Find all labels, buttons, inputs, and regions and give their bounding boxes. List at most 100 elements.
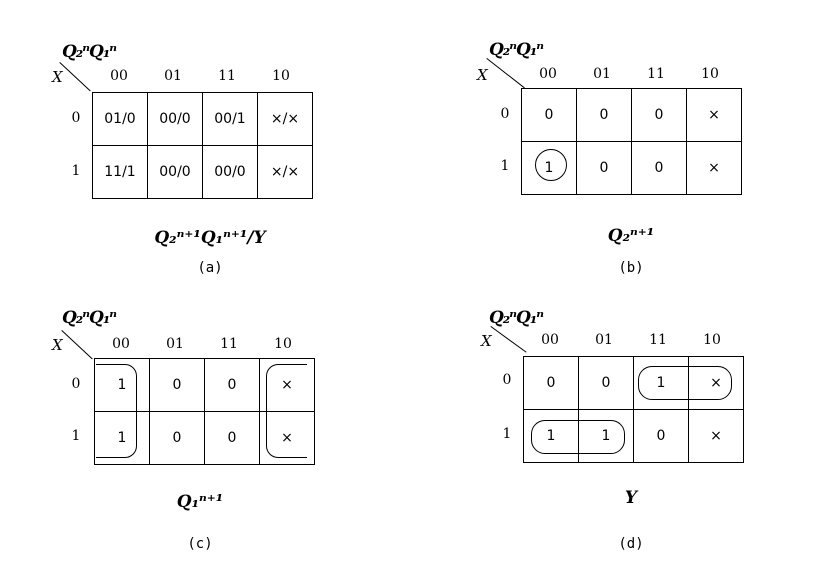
kmap-row: 11/1 00/0 00/0 ×/× <box>92 145 313 199</box>
kmap-row: 0 0 1 × <box>523 356 744 410</box>
cell-value: 0 <box>544 107 554 123</box>
row-header: 1 <box>502 426 512 442</box>
corner-variables: Q₂ⁿQ₁ⁿ <box>62 42 117 62</box>
cell-value: 1 <box>546 428 556 444</box>
corner-diagonal <box>61 330 93 360</box>
column-header: 00 <box>110 68 128 84</box>
kmap-cell: 00/0 <box>147 92 203 146</box>
column-header: 11 <box>218 68 236 84</box>
kmap-c: Q₂ⁿQ₁ⁿ X 00 01 11 10 0 1 1 0 0 × 1 0 0 ×… <box>0 282 411 564</box>
cell-value: 0 <box>601 375 611 391</box>
kmap-cell: ×/× <box>257 92 313 146</box>
cell-value: × <box>710 428 722 444</box>
kmap-cell: 0 <box>631 141 687 195</box>
cell-value: 00/0 <box>214 164 246 180</box>
kmap-grid: 1 0 0 × 1 0 0 × <box>94 358 315 465</box>
cell-value: 0 <box>654 160 664 176</box>
cell-value: 01/0 <box>104 111 136 127</box>
kmap-cell: 0 <box>631 88 687 142</box>
cell-value: 00/0 <box>159 164 191 180</box>
kmap-cell: 00/1 <box>202 92 258 146</box>
corner-diagonal <box>490 326 527 353</box>
column-header: 00 <box>541 332 559 348</box>
map-label: (c) <box>187 536 213 552</box>
cell-value: 1 <box>656 375 666 391</box>
kmap-cell: 0 <box>149 411 205 465</box>
kmap-cell: 0 <box>576 141 632 195</box>
column-header: 10 <box>701 66 719 82</box>
kmap-row: 1 0 0 × <box>94 358 315 412</box>
kmap-cell: 1 <box>578 409 634 463</box>
corner-diagonal <box>486 58 525 89</box>
kmap-cell: 11/1 <box>92 145 148 199</box>
column-header: 01 <box>166 336 184 352</box>
map-expression: Y <box>624 488 638 508</box>
map-expression: Q₂ⁿ⁺¹ <box>607 226 655 246</box>
corner-variables: Q₂ⁿQ₁ⁿ <box>489 308 544 328</box>
kmap-cell: 1 <box>94 411 150 465</box>
cell-value: 00/0 <box>159 111 191 127</box>
cell-value: × <box>710 375 722 391</box>
kmap-cell: 1 <box>521 141 577 195</box>
corner-x-label: X <box>52 68 63 86</box>
cell-value: 11/1 <box>104 164 136 180</box>
cell-value: 0 <box>654 107 664 123</box>
kmap-cell: × <box>259 411 315 465</box>
kmap-row: 01/0 00/0 00/1 ×/× <box>92 92 313 146</box>
map-label: (b) <box>618 260 644 276</box>
row-header: 1 <box>71 428 81 444</box>
map-expression: Q₂ⁿ⁺¹Q₁ⁿ⁺¹/Y <box>154 228 266 248</box>
kmap-cell: 0 <box>576 88 632 142</box>
kmap-cell: 1 <box>633 356 689 410</box>
corner-x-label: X <box>481 332 492 350</box>
column-header: 01 <box>593 66 611 82</box>
cell-value: 0 <box>546 375 556 391</box>
column-header: 00 <box>112 336 130 352</box>
corner-diagonal <box>59 62 91 92</box>
kmap-cell: 0 <box>521 88 577 142</box>
kmap-cell: 0 <box>149 358 205 412</box>
cell-value: 0 <box>227 377 237 393</box>
column-header: 11 <box>220 336 238 352</box>
map-expression: Q₁ⁿ⁺¹ <box>176 492 224 512</box>
map-label: (a) <box>197 260 223 276</box>
kmap-cell: × <box>686 141 742 195</box>
cell-value: 0 <box>656 428 666 444</box>
cell-value: 0 <box>172 430 182 446</box>
row-header: 1 <box>71 163 81 179</box>
column-header: 01 <box>595 332 613 348</box>
cell-value: 0 <box>227 430 237 446</box>
kmap-cell: 1 <box>523 409 579 463</box>
kmap-cell: × <box>259 358 315 412</box>
cell-value: 00/1 <box>214 111 246 127</box>
kmap-row: 0 0 0 × <box>521 88 742 142</box>
cell-value: 0 <box>599 107 609 123</box>
kmap-cell: × <box>688 409 744 463</box>
kmap-b: Q₂ⁿQ₁ⁿ X 00 01 11 10 0 1 0 0 0 × 1 0 0 ×… <box>411 0 822 282</box>
column-header: 10 <box>703 332 721 348</box>
kmap-cell: × <box>686 88 742 142</box>
row-header: 1 <box>500 158 510 174</box>
kmap-grid: 0 0 1 × 1 1 0 × <box>523 356 744 463</box>
kmap-row: 1 1 0 × <box>523 409 744 463</box>
corner-x-label: X <box>477 66 488 84</box>
row-header: 0 <box>71 110 81 126</box>
column-header: 10 <box>272 68 290 84</box>
column-header: 10 <box>274 336 292 352</box>
row-header: 0 <box>71 376 81 392</box>
kmap-cell: 00/0 <box>147 145 203 199</box>
cell-value: × <box>708 107 720 123</box>
kmap-cell: 0 <box>204 358 260 412</box>
column-header: 00 <box>539 66 557 82</box>
cell-value: ×/× <box>270 164 300 180</box>
kmap-grid: 0 0 0 × 1 0 0 × <box>521 88 742 195</box>
kmap-cell: 0 <box>578 356 634 410</box>
kmap-row: 1 0 0 × <box>94 411 315 465</box>
column-header: 11 <box>649 332 667 348</box>
kmap-cell: ×/× <box>257 145 313 199</box>
kmap-grid: 01/0 00/0 00/1 ×/× 11/1 00/0 00/0 ×/× <box>92 92 313 199</box>
kmap-cell: 1 <box>94 358 150 412</box>
corner-variables: Q₂ⁿQ₁ⁿ <box>489 40 544 60</box>
column-header: 01 <box>164 68 182 84</box>
map-label: (d) <box>618 536 644 552</box>
